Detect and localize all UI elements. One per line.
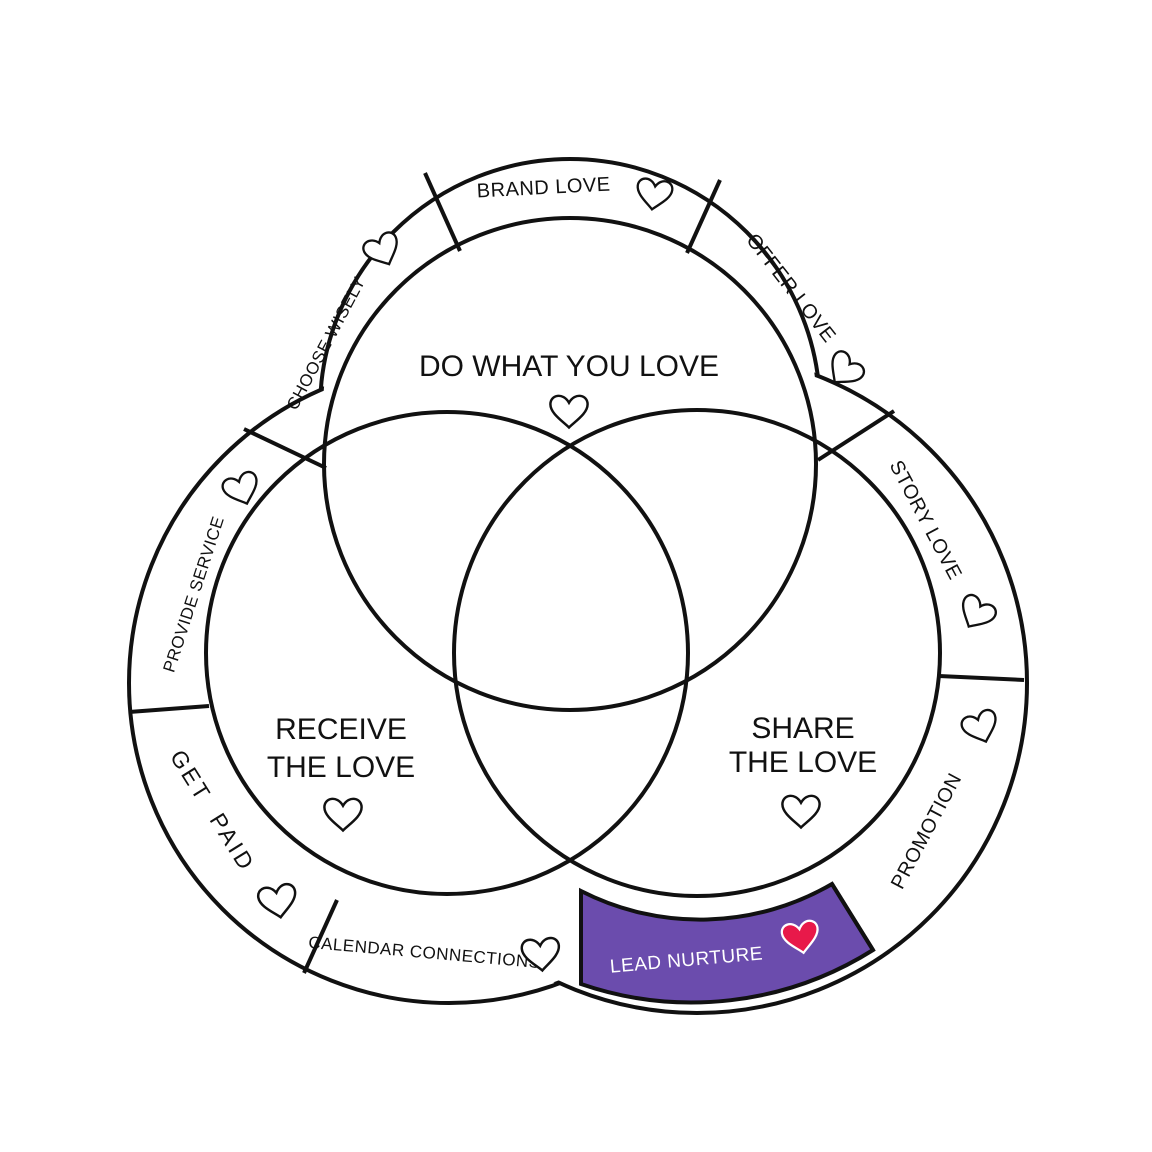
circle-left-line2: THE LOVE bbox=[267, 751, 415, 784]
circle-right-line2: THE LOVE bbox=[729, 746, 877, 779]
venn-circles bbox=[204, 216, 942, 898]
circle-right-line1: SHARE bbox=[751, 712, 854, 745]
venn-circle-right bbox=[452, 408, 942, 898]
circle-top-group: DO WHAT YOU LOVE bbox=[419, 350, 719, 429]
venn-circle-top bbox=[322, 216, 818, 712]
circle-top-label: DO WHAT YOU LOVE bbox=[419, 350, 719, 383]
circle-left-group: RECEIVE THE LOVE bbox=[267, 713, 415, 832]
circle-left-line1: RECEIVE bbox=[275, 713, 407, 746]
outer-ring bbox=[127, 157, 1029, 1015]
circle-right-group: SHARE THE LOVE bbox=[729, 712, 877, 829]
venn-circle-left bbox=[204, 410, 690, 896]
segment-dividers bbox=[128, 172, 1025, 984]
